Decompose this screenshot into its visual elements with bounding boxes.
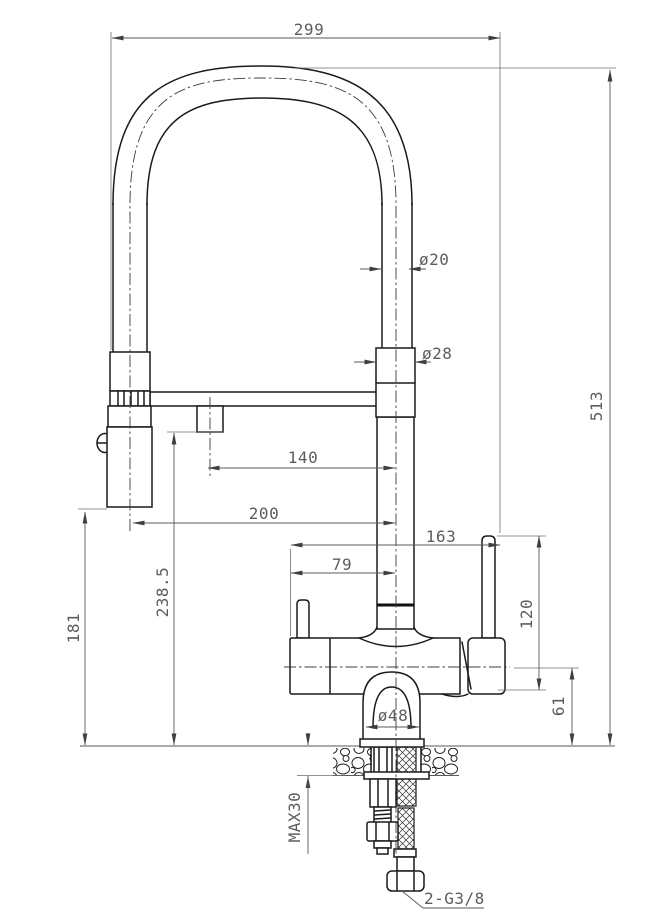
dim-connection-thread: 2-G3/8 (424, 889, 485, 908)
mounting-washer (363, 771, 430, 780)
dim-overall-height: 513 (587, 391, 606, 421)
dim-arm-height: 238.5 (153, 567, 172, 618)
faucet-outline (96, 65, 506, 748)
thread-leader (401, 890, 484, 909)
spray-head-body (106, 426, 153, 508)
dim-spray-reach: 200 (249, 504, 279, 523)
centerlines (129, 77, 510, 855)
handle-socket (467, 637, 506, 695)
mounting-hardware (363, 746, 430, 892)
hose-sleeve (393, 848, 417, 858)
dimension-lines (78, 32, 616, 909)
hose-arch-inner (146, 97, 383, 206)
countertop-section (80, 745, 615, 776)
right-handle-lever (481, 535, 496, 639)
hose-arch-outer (112, 65, 413, 206)
dimension-labels: 299 513 ø20 ø28 140 200 163 79 120 61 ø4… (64, 20, 606, 908)
mounting-nut (366, 821, 399, 842)
faucet-body (289, 637, 461, 695)
dim-bracket-offset: 140 (288, 448, 318, 467)
dim-base-diameter: ø48 (378, 706, 408, 725)
dim-handle-span: 163 (426, 527, 456, 546)
mounting-stud (369, 778, 397, 808)
support-arm (149, 391, 388, 407)
dim-spout-diameter: ø20 (419, 250, 449, 269)
base-dome (362, 671, 421, 739)
dim-collar-diameter: ø28 (422, 344, 452, 363)
dim-body-offset: 79 (332, 555, 352, 574)
dim-spray-outlet-height: 181 (64, 613, 83, 643)
base-flange (359, 738, 425, 748)
dim-overall-width: 299 (294, 20, 324, 39)
spray-head-upper (107, 405, 152, 428)
left-lever (296, 599, 310, 639)
dim-handle-height: 120 (517, 599, 536, 629)
braided-hose-lower (397, 807, 415, 850)
dim-counter-thickness: MAX30 (285, 792, 304, 843)
dim-body-center-height: 61 (549, 696, 568, 716)
hose-hex-fitting (386, 870, 425, 892)
countertop-hatch-left (333, 748, 372, 775)
countertop-hatch-right (420, 748, 459, 775)
